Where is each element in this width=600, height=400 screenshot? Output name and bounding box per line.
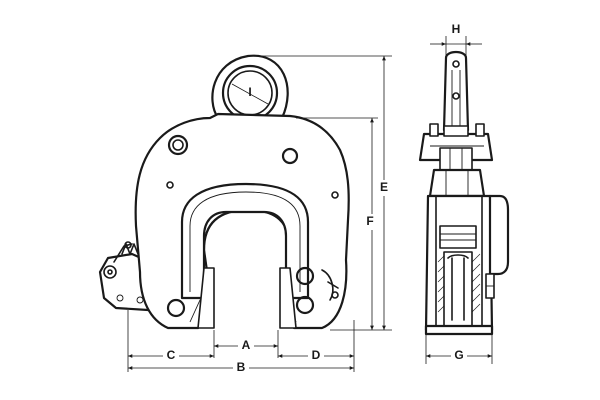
dim-label-b: B [237,360,246,374]
front-view: I [98,54,350,330]
dim-label-d: D [312,348,321,362]
front-dimensions: A C D B E F [127,55,392,376]
hole [167,134,189,156]
dim-label-a: A [242,338,251,352]
dim-label-f: F [366,214,373,228]
hole [166,298,186,318]
clamp-body [134,112,350,330]
hole [295,266,315,286]
dim-label-c: C [167,348,176,362]
side-view [418,50,510,336]
jaw-insert [180,182,310,300]
hole [281,147,299,165]
jaw-hatching [437,253,481,313]
dim-label-i: I [248,85,251,99]
dim-label-e: E [380,180,388,194]
hole [166,181,174,189]
lifting-eye: I [211,54,289,122]
hole [295,295,315,315]
side-dimensions: H G [425,22,493,364]
eye-diameter-line [231,83,269,105]
hole [331,191,339,199]
dim-label-h: H [452,22,461,36]
dim-label-g: G [454,348,463,362]
